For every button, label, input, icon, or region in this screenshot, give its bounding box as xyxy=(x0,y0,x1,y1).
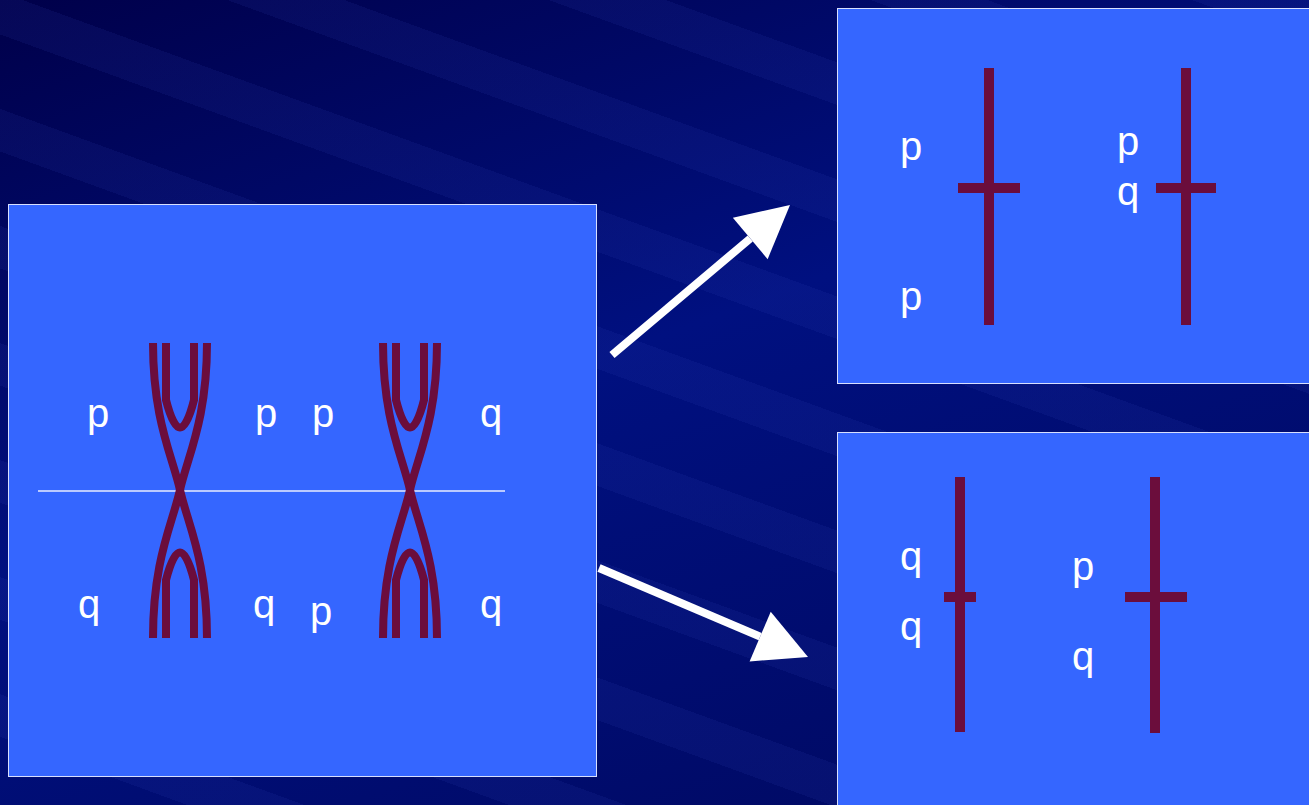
allele-label: q xyxy=(480,584,502,624)
allele-label: p xyxy=(1072,546,1094,586)
allele-label: p xyxy=(310,591,332,631)
allele-label: q xyxy=(900,606,922,646)
allele-label: q xyxy=(900,536,922,576)
allele-label: p xyxy=(87,393,109,433)
cell-box: qpqq xyxy=(837,432,1309,805)
box-fill xyxy=(837,432,1309,805)
allele-label: p xyxy=(312,393,334,433)
arrow xyxy=(599,568,808,661)
allele-label: p xyxy=(1117,121,1139,161)
chromosome xyxy=(944,68,1216,733)
cell-box: pppqqqpq xyxy=(8,204,597,777)
arrow xyxy=(612,205,790,355)
cell-box: ppqp xyxy=(837,8,1309,384)
allele-label: q xyxy=(78,584,100,624)
allele-label: p xyxy=(255,393,277,433)
box-fill xyxy=(837,8,1309,384)
allele-label: q xyxy=(1072,636,1094,676)
allele-label: p xyxy=(900,276,922,316)
equator-line xyxy=(38,490,505,492)
tetrad xyxy=(153,343,207,638)
allele-label: q xyxy=(253,584,275,624)
allele-label: p xyxy=(900,126,922,166)
allele-label: q xyxy=(480,393,502,433)
tetrad xyxy=(383,343,437,638)
box-fill xyxy=(8,204,597,777)
allele-label: q xyxy=(1117,171,1139,211)
